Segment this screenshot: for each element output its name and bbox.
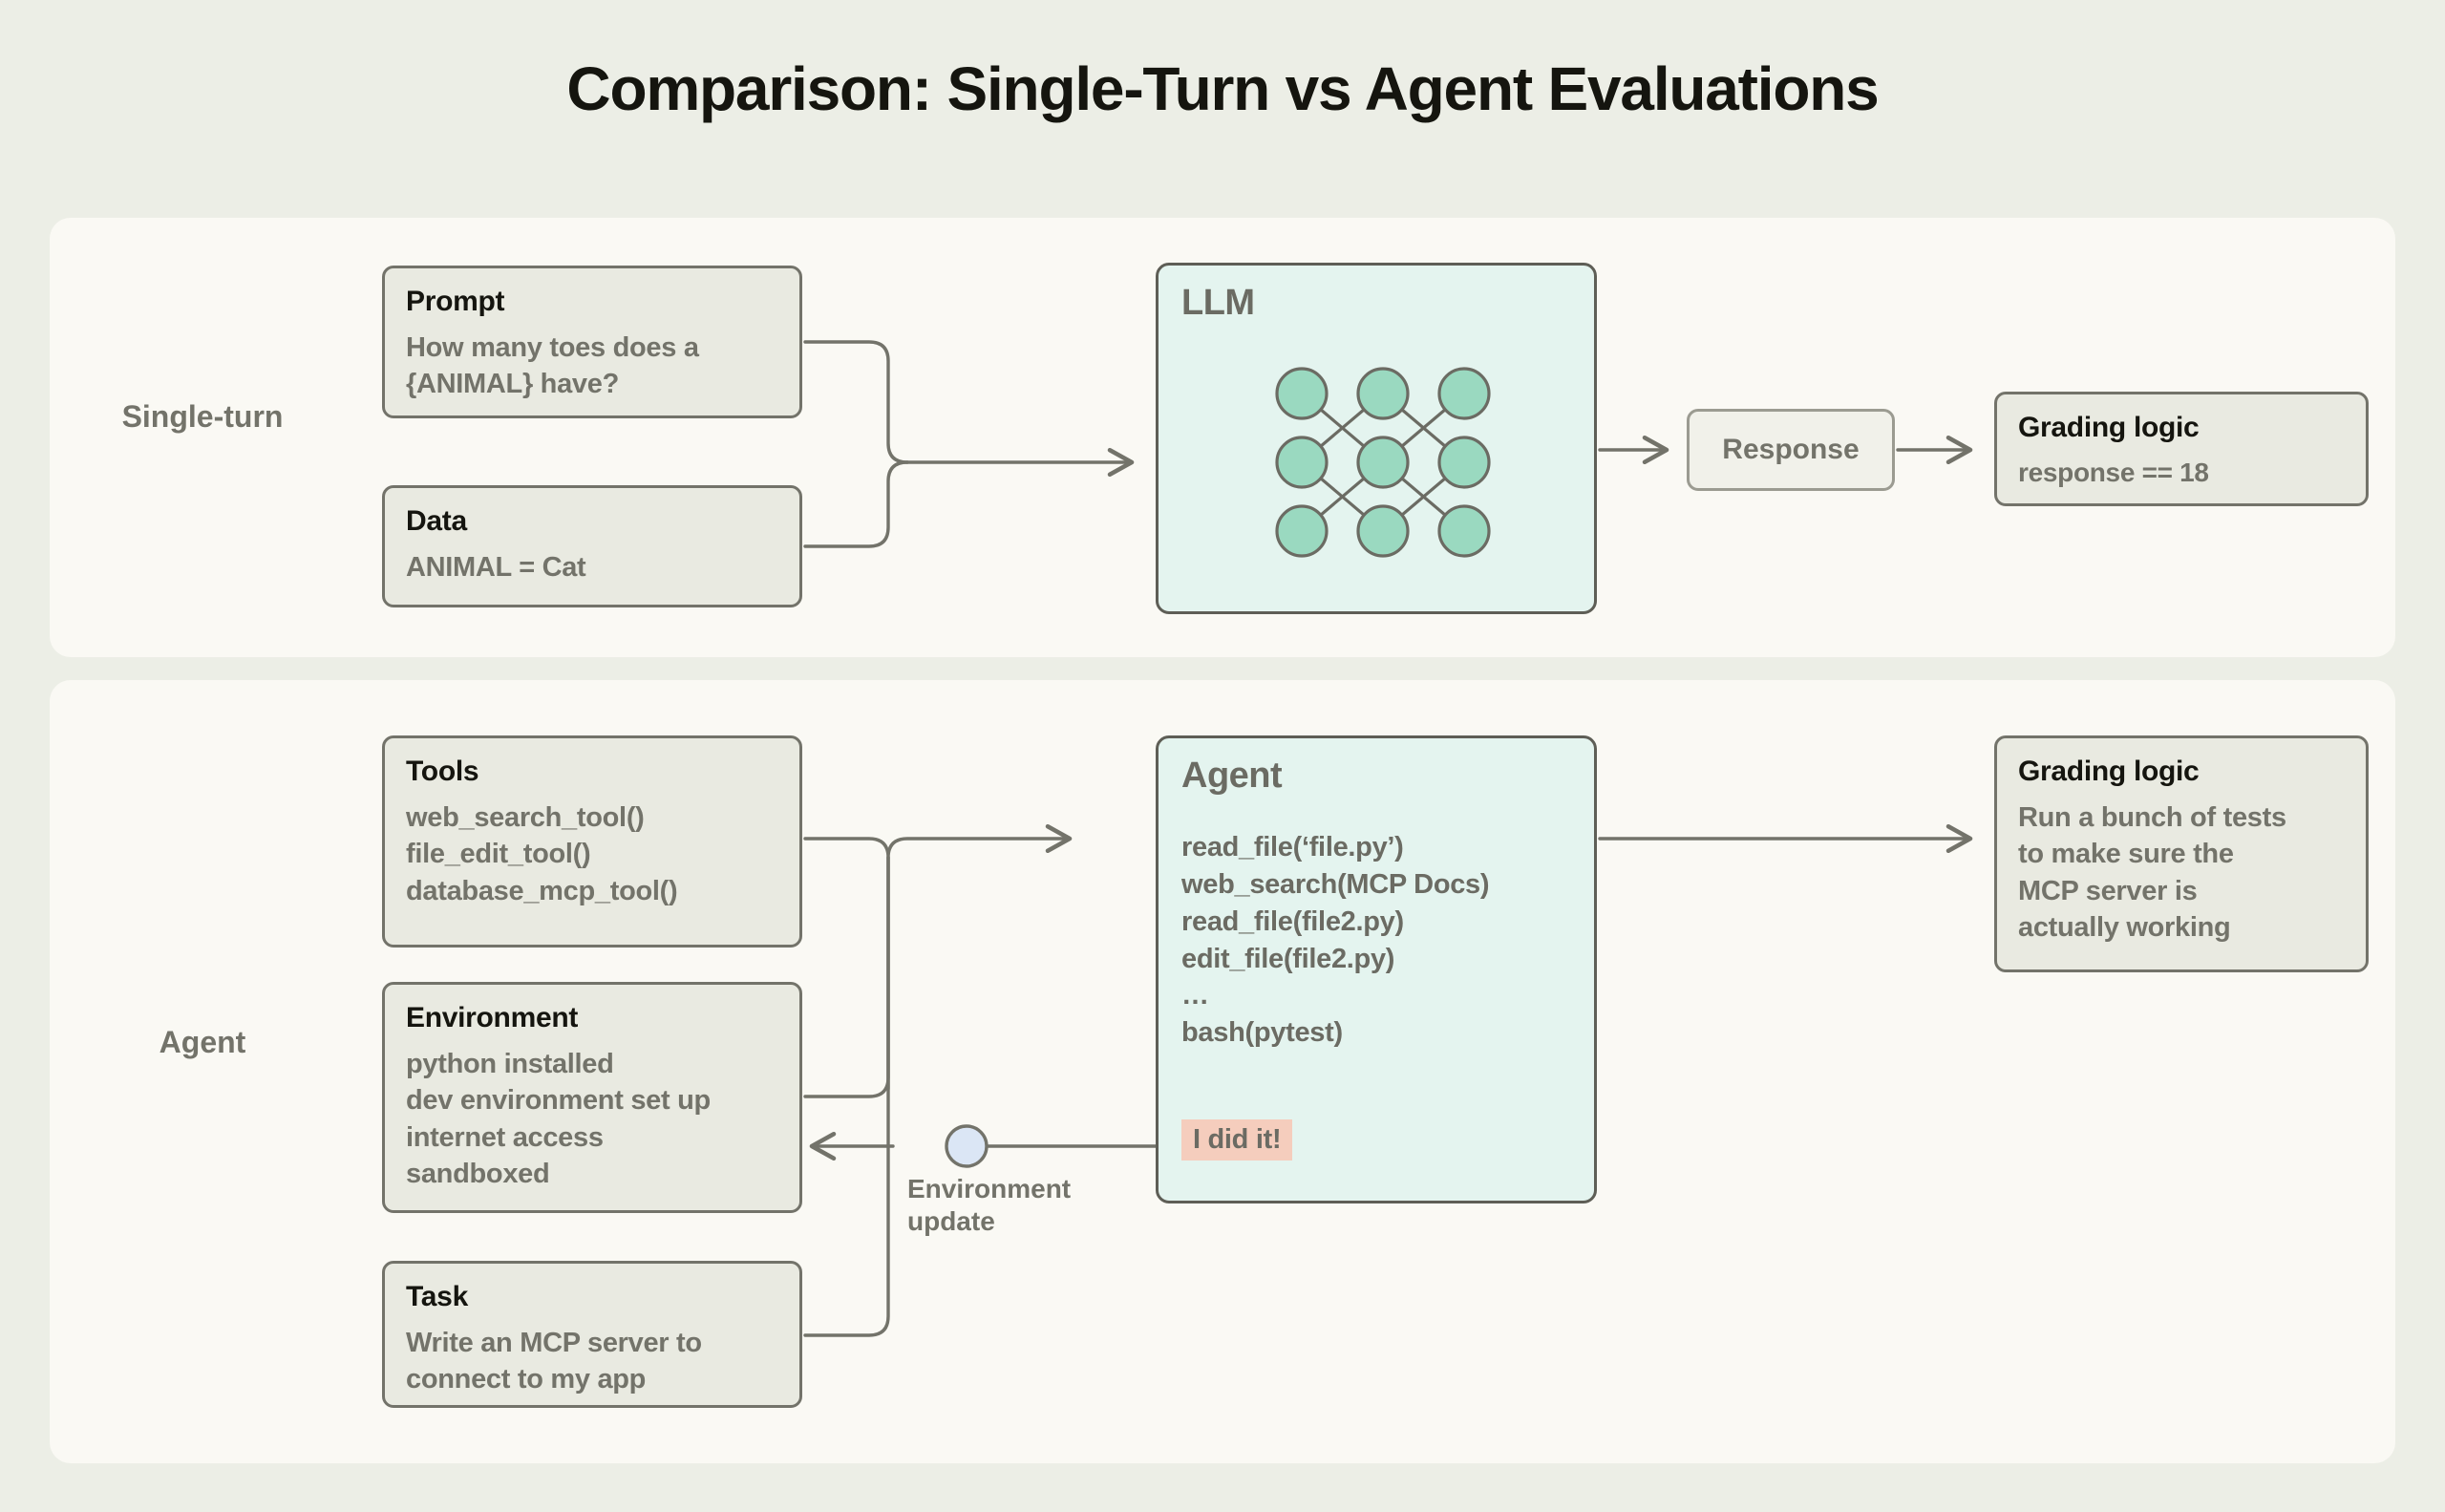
data-box-title: Data [406,505,467,537]
agent-trace-text: read_file(‘file.py’) web_search(MCP Docs… [1181,832,1490,1049]
row-label-agent: Agent [159,1025,246,1059]
page-title: Comparison: Single-Turn vs Agent Evaluat… [566,54,1879,123]
data-box: Data ANIMAL = Cat [382,485,802,607]
agent-card: Agent read_file(‘file.py’) web_search(MC… [1156,735,1597,1203]
neural-network-icon [1275,367,1491,558]
grading-logic-single-box: Grading logic response == 18 [1994,392,2369,506]
prompt-box-title: Prompt [406,286,505,317]
grading-logic-agent-body: Run a bunch of tests to make sure the MC… [2018,802,2286,943]
data-box-body: ANIMAL = Cat [406,552,586,583]
task-box-body: Write an MCP server to connect to my app [406,1328,702,1395]
agent-completion-badge: I did it! [1181,1119,1293,1161]
task-box: Task Write an MCP server to connect to m… [382,1261,802,1408]
grading-logic-agent-title: Grading logic [2018,756,2200,787]
prompt-box-body: How many toes does a {ANIMAL} have? [406,332,699,400]
environment-box-title: Environment [406,1002,579,1033]
prompt-box: Prompt How many toes does a {ANIMAL} hav… [382,266,802,418]
environment-box: Environment python installed dev environ… [382,982,802,1213]
grading-logic-single-body: response == 18 [2018,458,2209,487]
tools-box-body: web_search_tool() file_edit_tool() datab… [406,802,678,906]
row-label-single-turn: Single-turn [121,399,284,434]
llm-card: LLM [1156,263,1597,614]
response-box: Response [1687,409,1895,491]
grading-logic-agent-box: Grading logic Run a bunch of tests to ma… [1994,735,2369,972]
grading-logic-single-title: Grading logic [2018,412,2200,443]
environment-update-label: Environment update [907,1174,1072,1236]
llm-card-title: LLM [1181,283,1255,323]
task-box-title: Task [406,1281,468,1312]
environment-box-body: python installed dev environment set up … [406,1049,711,1189]
agent-card-title: Agent [1181,756,1283,796]
tools-box: Tools web_search_tool() file_edit_tool()… [382,735,802,948]
tools-box-title: Tools [406,756,479,787]
